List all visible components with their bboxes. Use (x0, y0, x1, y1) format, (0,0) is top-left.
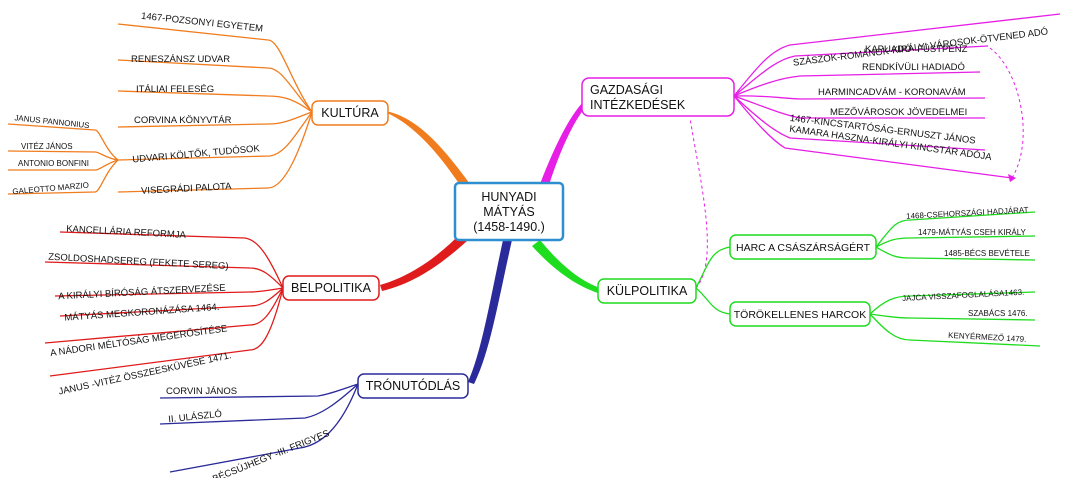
kultura-item: 1467-POZSONYI EGYETEM (141, 11, 264, 35)
gazdasagi-item: RENDKÍVÜLI HADIADÓ (862, 62, 965, 73)
belpolitika-title: BELPOLITIKA (291, 281, 372, 295)
harc-item: 1479-MÁTYÁS CSEH KIRÁLY (918, 228, 1027, 237)
kultura-item: UDVARI KÖLTŐK, TUDÓSOK (132, 143, 261, 165)
belpolitika-item: A NÁDORI MÉLTÓSÁG MEGERŐSÍTÉSE (50, 323, 229, 359)
gazdasagi-item: KAPUADÓ- FÜSTPÉNZ (865, 44, 968, 55)
gazdasagi-node[interactable]: GAZDASÁGI INTÉZKEDÉSEK (581, 77, 735, 117)
kultura-connectors (7, 23, 313, 195)
tronutodlas-item: 1563. BÉCSÚJHEGY -III. FRIGYES (187, 428, 331, 478)
center-node[interactable]: HUNYADI MÁTYÁS (1458-1490.) (453, 181, 565, 242)
kultura-item: RENESZÁNSZ UDVAR (131, 54, 230, 65)
branch-gazdasagi (540, 100, 588, 188)
branch-tronutodlas (468, 240, 512, 384)
belpolitika-node[interactable]: BELPOLITIKA (282, 275, 380, 301)
tronutodlas-node[interactable]: TRÓNUTÓDLÁS (357, 373, 469, 399)
tronutodlas-connectors (159, 383, 359, 473)
harc-title: HARC A CSÁSZÁRSÁGÉRT (736, 241, 871, 254)
arrow-head-icon (1008, 174, 1016, 182)
center-line: MÁTYÁS (483, 204, 534, 219)
belpolitika-item: A KIRÁLYI BÍRÓSÁG ÁTSZERVEZÉSE (58, 283, 226, 303)
kultura-item: ITÁLIAI FELESÉG (136, 84, 214, 95)
gazdasagi-item: HARMINCADVÁM - KORONAVÁM (818, 87, 966, 98)
tronutodlas-item: CORVIN JÁNOS (166, 386, 237, 397)
torok-title: TÖRÖKELLENES HARCOK (734, 309, 866, 321)
harc-item: 1485-BÉCS BEVÉTELE (944, 249, 1030, 258)
kultura-item: VISEGRÁDI PALOTA (141, 181, 233, 197)
tronutodlas-title: TRÓNUTÓDLÁS (366, 378, 460, 393)
kultura-sub: ANTONIO BONFINI (18, 159, 89, 168)
harc-item: 1468-CSEHORSZÁGI HADJÁRAT (906, 205, 1029, 220)
torok-item: JAJCA VISSZAFOGLALÁSA1463. (902, 288, 1025, 303)
kulpolitika-connectors (695, 211, 1041, 347)
gazdasagi-title-line: INTÉZKEDÉSEK (590, 97, 686, 112)
branch-kulpolitika (532, 240, 600, 293)
belpolitika-item: KANCELLÁRIA REFORMJA (66, 224, 187, 241)
gazdasagi-title-line: GAZDASÁGI (590, 82, 663, 97)
kultura-node[interactable]: KULTÚRA (311, 100, 389, 126)
gazdasagi-item: MEZŐVÁROSOK JÖVEDELMEI (830, 107, 967, 118)
kulpolitika-title: KÜLPOLITIKA (607, 284, 688, 298)
kultura-sub: VITÉZ JÁNOS (21, 142, 73, 151)
gazdasagi-kulpolitika-dashed-link (689, 117, 708, 289)
kultura-sub: GALEOTTO MARZIO (12, 181, 89, 197)
belpolitika-item: ZSOLDOSHADSEREG (FEKETE SEREG) (48, 252, 229, 272)
center-line: HUNYADI (481, 190, 536, 204)
torok-item: SZABÁCS 1476. (968, 309, 1028, 318)
harc-node[interactable]: HARC A CSÁSZÁRSÁGÉRT (729, 234, 877, 260)
torok-node[interactable]: TÖRÖKELLENES HARCOK (729, 301, 871, 327)
kultura-title: KULTÚRA (321, 105, 379, 120)
kultura-item: CORVINA KÖNYVTÁR (134, 115, 232, 126)
torok-item: KENYÉRMEZŐ 1479. (948, 331, 1027, 344)
branch-kultura (385, 112, 470, 188)
belpolitika-item: MÁTYÁS MEGKORONÁZÁSA 1464. (64, 302, 220, 324)
center-line: (1458-1490.) (473, 220, 545, 234)
gazdasagi-dashed-link (989, 47, 1024, 179)
kulpolitika-node[interactable]: KÜLPOLITIKA (597, 278, 697, 304)
gazdasagi-connectors (733, 13, 1061, 179)
belpolitika-connectors (44, 231, 284, 377)
branch-belpolitika (380, 232, 468, 291)
